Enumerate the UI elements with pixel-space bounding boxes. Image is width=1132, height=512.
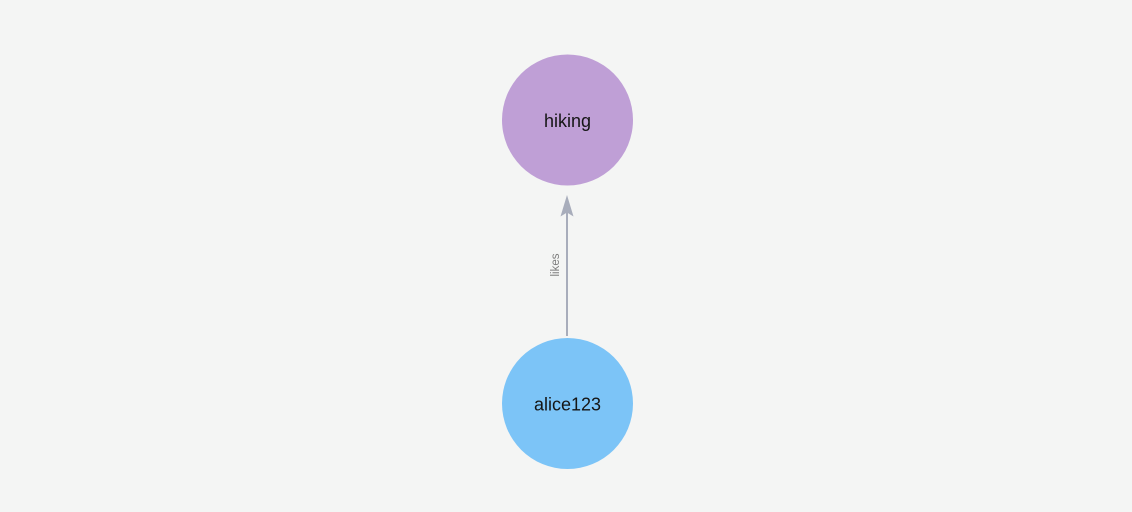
- edge-alice123-hiking[interactable]: likes: [550, 195, 574, 336]
- node-circle: [502, 54, 633, 186]
- edge-label-likes: likes: [550, 253, 562, 276]
- node-circle: [502, 338, 633, 469]
- edge-arrowhead-icon: [560, 195, 574, 217]
- node-label: hiking: [544, 111, 591, 131]
- graph-node-alice123[interactable]: alice123: [502, 338, 633, 469]
- graph-node-hiking[interactable]: hiking: [502, 54, 633, 186]
- node-label: alice123: [534, 395, 601, 415]
